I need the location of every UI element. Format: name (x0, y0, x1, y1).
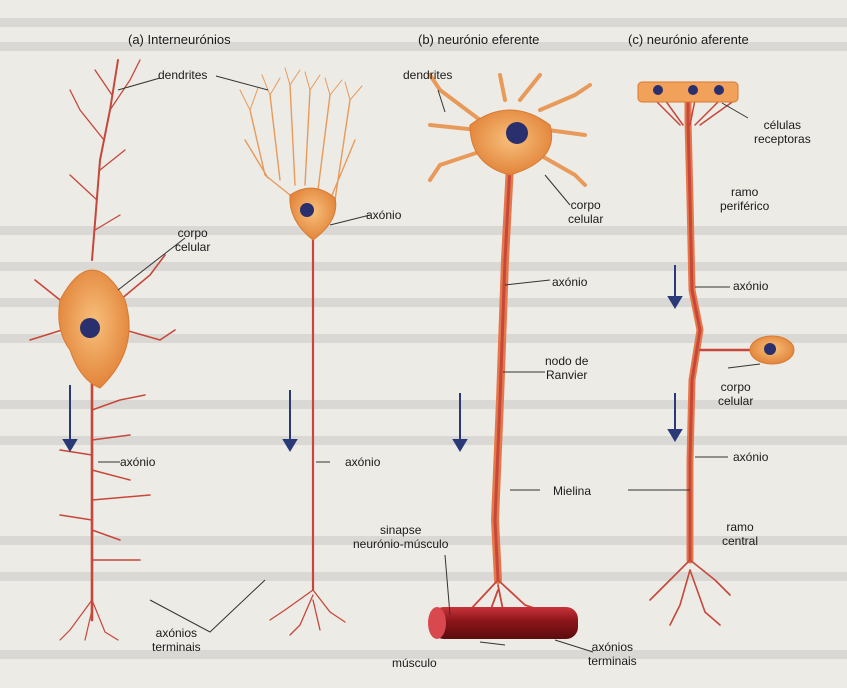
nucleus-icon (688, 85, 698, 95)
nucleus-icon (80, 318, 100, 338)
label-celulas-receptoras: células receptoras (754, 118, 811, 146)
direction-arrows (64, 265, 681, 450)
label-corpo-celular-c: corpo celular (718, 380, 753, 408)
label-axonios-terminais-b: axónios terminais (588, 640, 637, 668)
nucleus-icon (300, 203, 314, 217)
interneuron-2 (240, 68, 362, 635)
label-ramo-periferico: ramo periférico (720, 185, 769, 213)
label-dendrites-b: dendrites (403, 68, 452, 82)
label-axonio-a1: axónio (120, 455, 155, 469)
title-efferent-neuron: (b) neurónio eferente (418, 33, 539, 47)
title-interneurons: (a) Interneurónios (128, 33, 231, 47)
label-axonio-c2: axónio (733, 450, 768, 464)
label-axonio-interneuron: axónio (366, 208, 401, 222)
title-afferent-neuron: (c) neurónio aferente (628, 33, 749, 47)
nucleus-icon (714, 85, 724, 95)
label-ramo-central: ramo central (722, 520, 758, 548)
nucleus-icon (506, 122, 528, 144)
label-musculo: músculo (392, 656, 437, 670)
label-mielina: Mielina (553, 484, 591, 498)
label-nodo-ranvier: nodo de Ranvier (545, 354, 588, 382)
label-axonio-c1: axónio (733, 279, 768, 293)
nucleus-icon (653, 85, 663, 95)
nucleus-icon (764, 343, 776, 355)
label-axonio-a2: axónio (345, 455, 380, 469)
label-axonio-b: axónio (552, 275, 587, 289)
label-sinapse: sinapse neurónio-músculo (353, 523, 448, 551)
label-corpo-celular-a: corpo celular (175, 226, 210, 254)
muscle (428, 607, 578, 639)
label-dendrites-a: dendrites (158, 68, 207, 82)
label-axonios-terminais-a: axónios terminais (152, 626, 201, 654)
label-corpo-celular-b: corpo celular (568, 198, 603, 226)
leader-lines (98, 76, 760, 652)
